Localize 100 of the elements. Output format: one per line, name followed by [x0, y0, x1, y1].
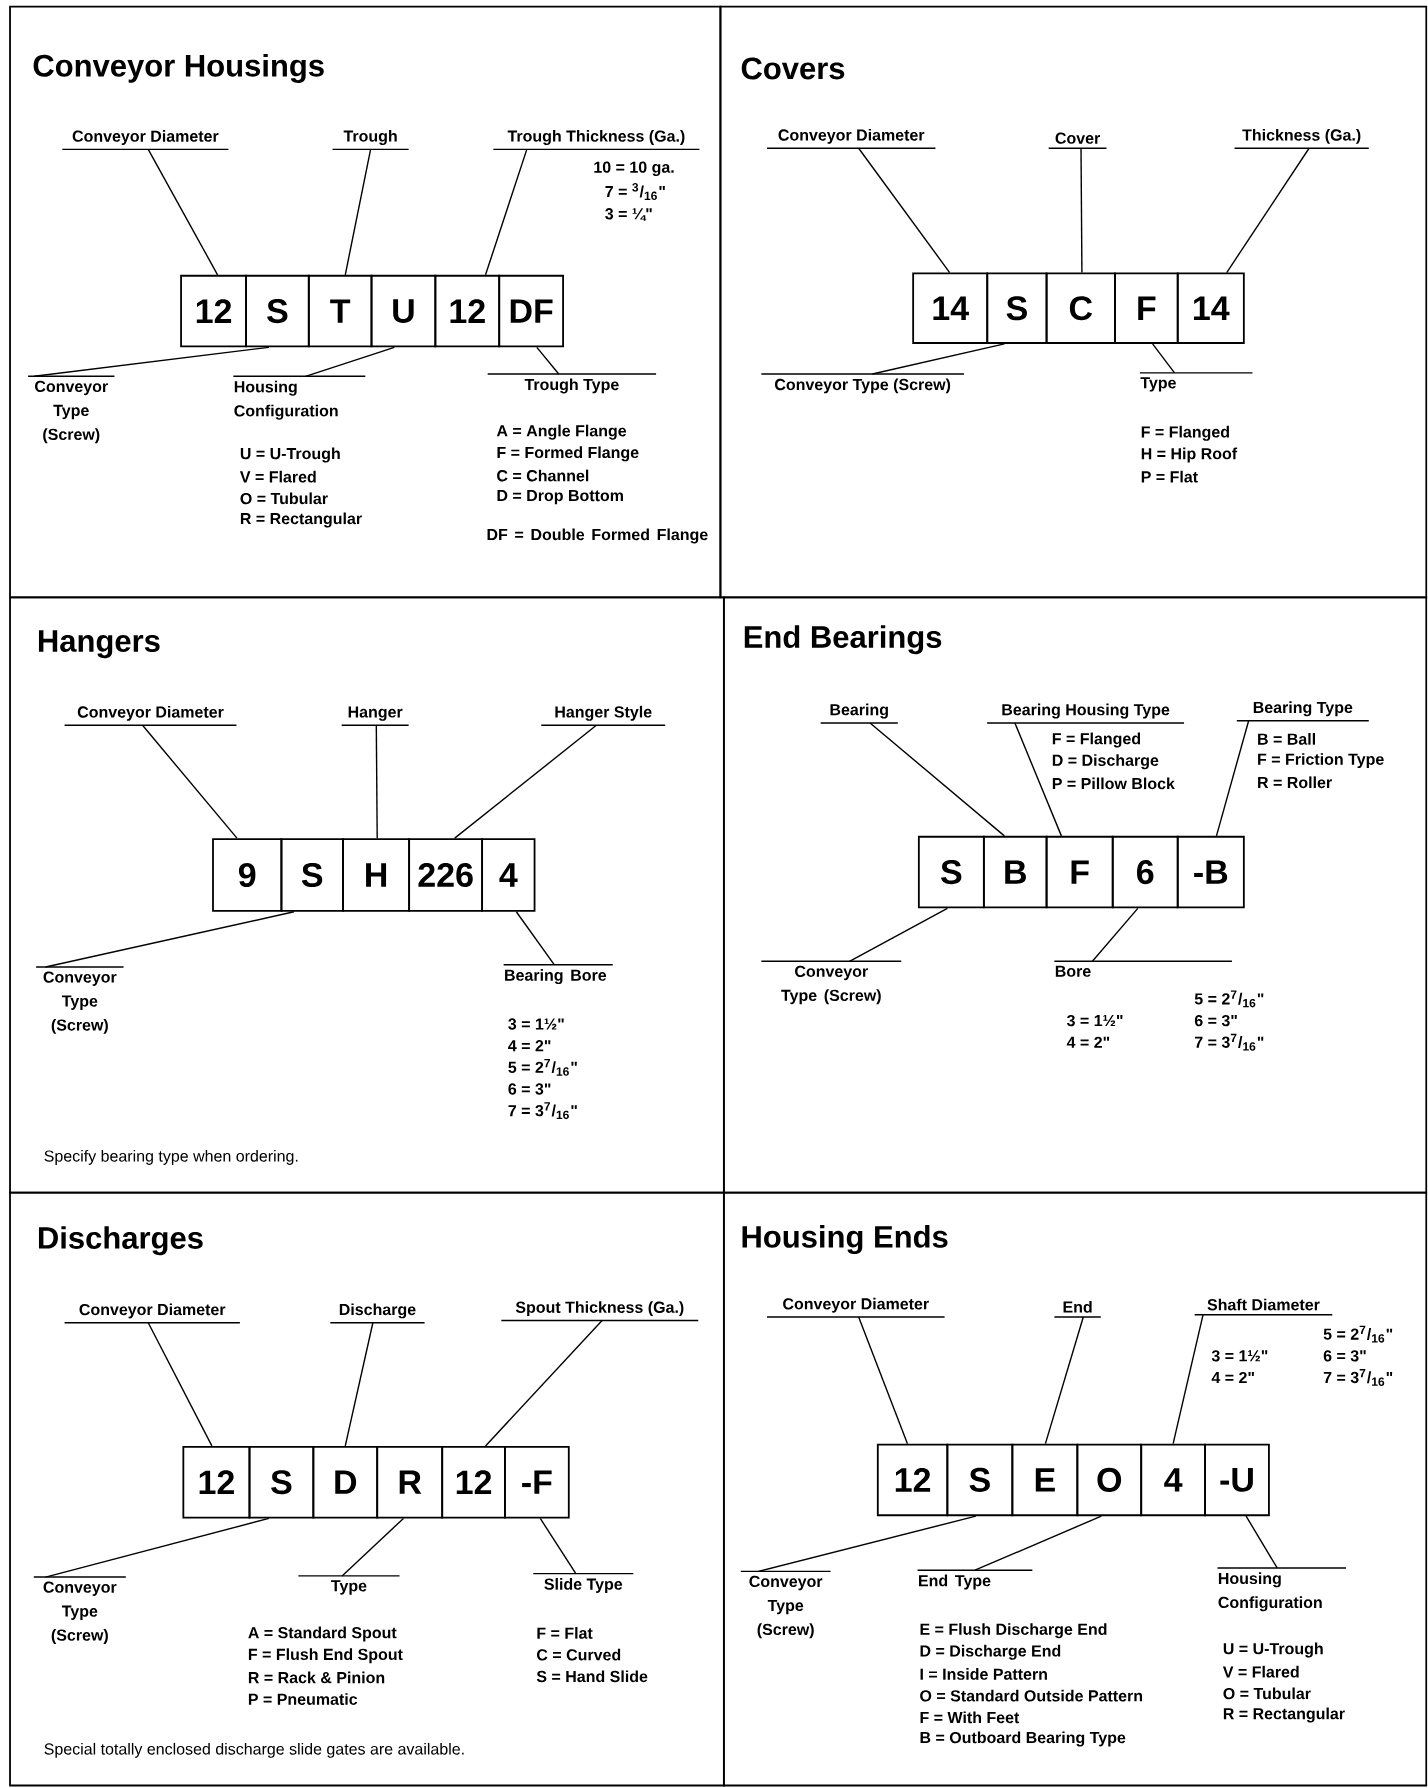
code-box: S	[280, 838, 345, 912]
note: Specify bearing type when ordering.	[44, 1149, 298, 1165]
code-box: F	[1114, 272, 1179, 344]
code-value: E = Flush Discharge End	[920, 1623, 1107, 1639]
field-label: Housing Configuration	[232, 375, 367, 420]
code-box: 6	[1111, 835, 1179, 909]
leader-line	[375, 724, 379, 839]
leader-line	[341, 1517, 405, 1577]
leader-line	[849, 907, 949, 962]
field-label: Housing Configuration	[1216, 1567, 1347, 1612]
code-value: F = Friction Type	[1258, 753, 1384, 769]
code-value: P = Pneumatic	[249, 1693, 358, 1705]
code-box: DF	[498, 274, 565, 348]
leader-line	[1226, 147, 1310, 274]
code-box: R	[376, 1445, 444, 1519]
leader-line	[1080, 147, 1083, 274]
leader-line	[344, 148, 372, 276]
code-value: V = Flared	[1223, 1665, 1299, 1678]
code-value: P = Pillow Block	[1053, 777, 1176, 790]
leader-line	[485, 1319, 603, 1447]
code-box: 4	[481, 838, 536, 912]
panel-title: Covers	[741, 57, 845, 80]
field-label: Shaft Diameter	[1194, 1298, 1334, 1316]
code-value: H = Hip Roof	[1141, 447, 1238, 463]
note: Special totally enclosed discharge slide gates are available.	[44, 1742, 464, 1758]
panel-title: Discharges	[39, 1226, 203, 1256]
code-box: S	[986, 272, 1048, 344]
code-value: 7 = $^{3}$/$_{16}$"	[605, 183, 666, 201]
panel	[723, 596, 1428, 1194]
code-value: 3 = ¼"	[605, 208, 652, 221]
code-box: 14	[912, 272, 989, 344]
code-value: D = Discharge	[1053, 754, 1159, 770]
code-box: -B	[1176, 835, 1245, 909]
field-label: Conveyor Type (Screw)	[760, 960, 903, 1005]
field-label: Trough	[332, 130, 410, 151]
field-label: Conveyor Type (Screw)	[33, 1576, 127, 1644]
field-label: Conveyor Diameter	[766, 1297, 946, 1318]
field-label: Conveyor Diameter	[61, 130, 230, 151]
panel-title: Housing Ends	[742, 1225, 948, 1255]
code-value: F = Flush End Spout	[249, 1648, 403, 1664]
code-value: A = Angle Flange	[497, 424, 627, 440]
code-value: F = Formed Flange	[497, 446, 639, 462]
code-value: F = Flanged	[1053, 732, 1141, 748]
leader-line	[858, 147, 951, 274]
panel	[719, 5, 1428, 599]
code-box: 4	[1140, 1443, 1207, 1517]
code-box: S	[245, 274, 310, 348]
code-value: 5 = 2$^{7}$/$_{16}$"	[508, 1058, 577, 1076]
field-label: Conveyor Diameter	[64, 1303, 241, 1324]
code-box: T	[308, 274, 373, 348]
code-value: A = Standard Spout	[248, 1626, 397, 1642]
code-value: F = With Feet	[920, 1711, 1020, 1724]
code-box: S	[918, 835, 985, 909]
code-value: O = Standard Outside Pattern	[920, 1689, 1143, 1702]
code-box: U	[370, 274, 437, 348]
code-box: -U	[1204, 1443, 1270, 1517]
code-value: 7 = 3$^{7}$/$_{16}$"	[1195, 1033, 1264, 1051]
leader-line	[344, 1322, 374, 1447]
leader-line	[858, 1316, 909, 1445]
leader-line	[1245, 1515, 1278, 1569]
leader-line	[515, 911, 556, 966]
code-value: D = Drop Bottom	[497, 490, 624, 505]
code-box: S	[946, 1443, 1014, 1517]
code-box: D	[312, 1445, 379, 1519]
panel	[9, 596, 725, 1194]
code-value: R = Rack & Pinion	[249, 1671, 385, 1684]
code-value: 7 = 3$^{7}$/$_{16}$"	[1324, 1369, 1393, 1386]
leader-line	[1215, 720, 1250, 837]
code-value: R = Roller	[1258, 776, 1333, 789]
leader-line	[454, 724, 598, 839]
field-label: Conveyor Diameter	[766, 128, 937, 149]
leader-line	[33, 346, 270, 377]
code-value: R = Rectangular	[1224, 1707, 1345, 1723]
leader-line	[1044, 1316, 1085, 1445]
field-label: Bore	[1053, 960, 1233, 977]
leader-line	[539, 1517, 577, 1575]
leader-line	[485, 148, 528, 276]
code-box: 12	[441, 1445, 506, 1519]
field-label: Trough Thickness (Ga.)	[492, 130, 701, 151]
leader-line	[45, 911, 295, 968]
code-value: 4 = 2"	[1067, 1036, 1110, 1048]
code-box: F	[1045, 835, 1114, 909]
code-value: 3 = 1½"	[1067, 1014, 1123, 1027]
code-value: S = Hand Slide	[537, 1670, 648, 1683]
field-label: Conveyor Type (Screw)	[760, 373, 965, 394]
leader-line	[871, 343, 1006, 375]
code-box: 12	[182, 1445, 251, 1519]
code-value: 4 = 2"	[1211, 1371, 1255, 1384]
leader-line	[142, 724, 238, 839]
field-label: Conveyor Type (Screw)	[740, 1570, 832, 1639]
field-label: End	[1053, 1300, 1102, 1318]
code-value: U = U-Trough	[1223, 1642, 1323, 1658]
code-box: 12	[877, 1443, 949, 1517]
code-box: C	[1045, 272, 1117, 344]
field-label: Type	[1139, 372, 1254, 392]
field-label: Discharge	[329, 1303, 426, 1324]
code-value: U = U-Trough	[241, 447, 340, 463]
code-value: V = Flared	[240, 470, 316, 483]
code-value: O = Tubular	[1223, 1687, 1311, 1700]
leader-line	[869, 722, 1006, 837]
